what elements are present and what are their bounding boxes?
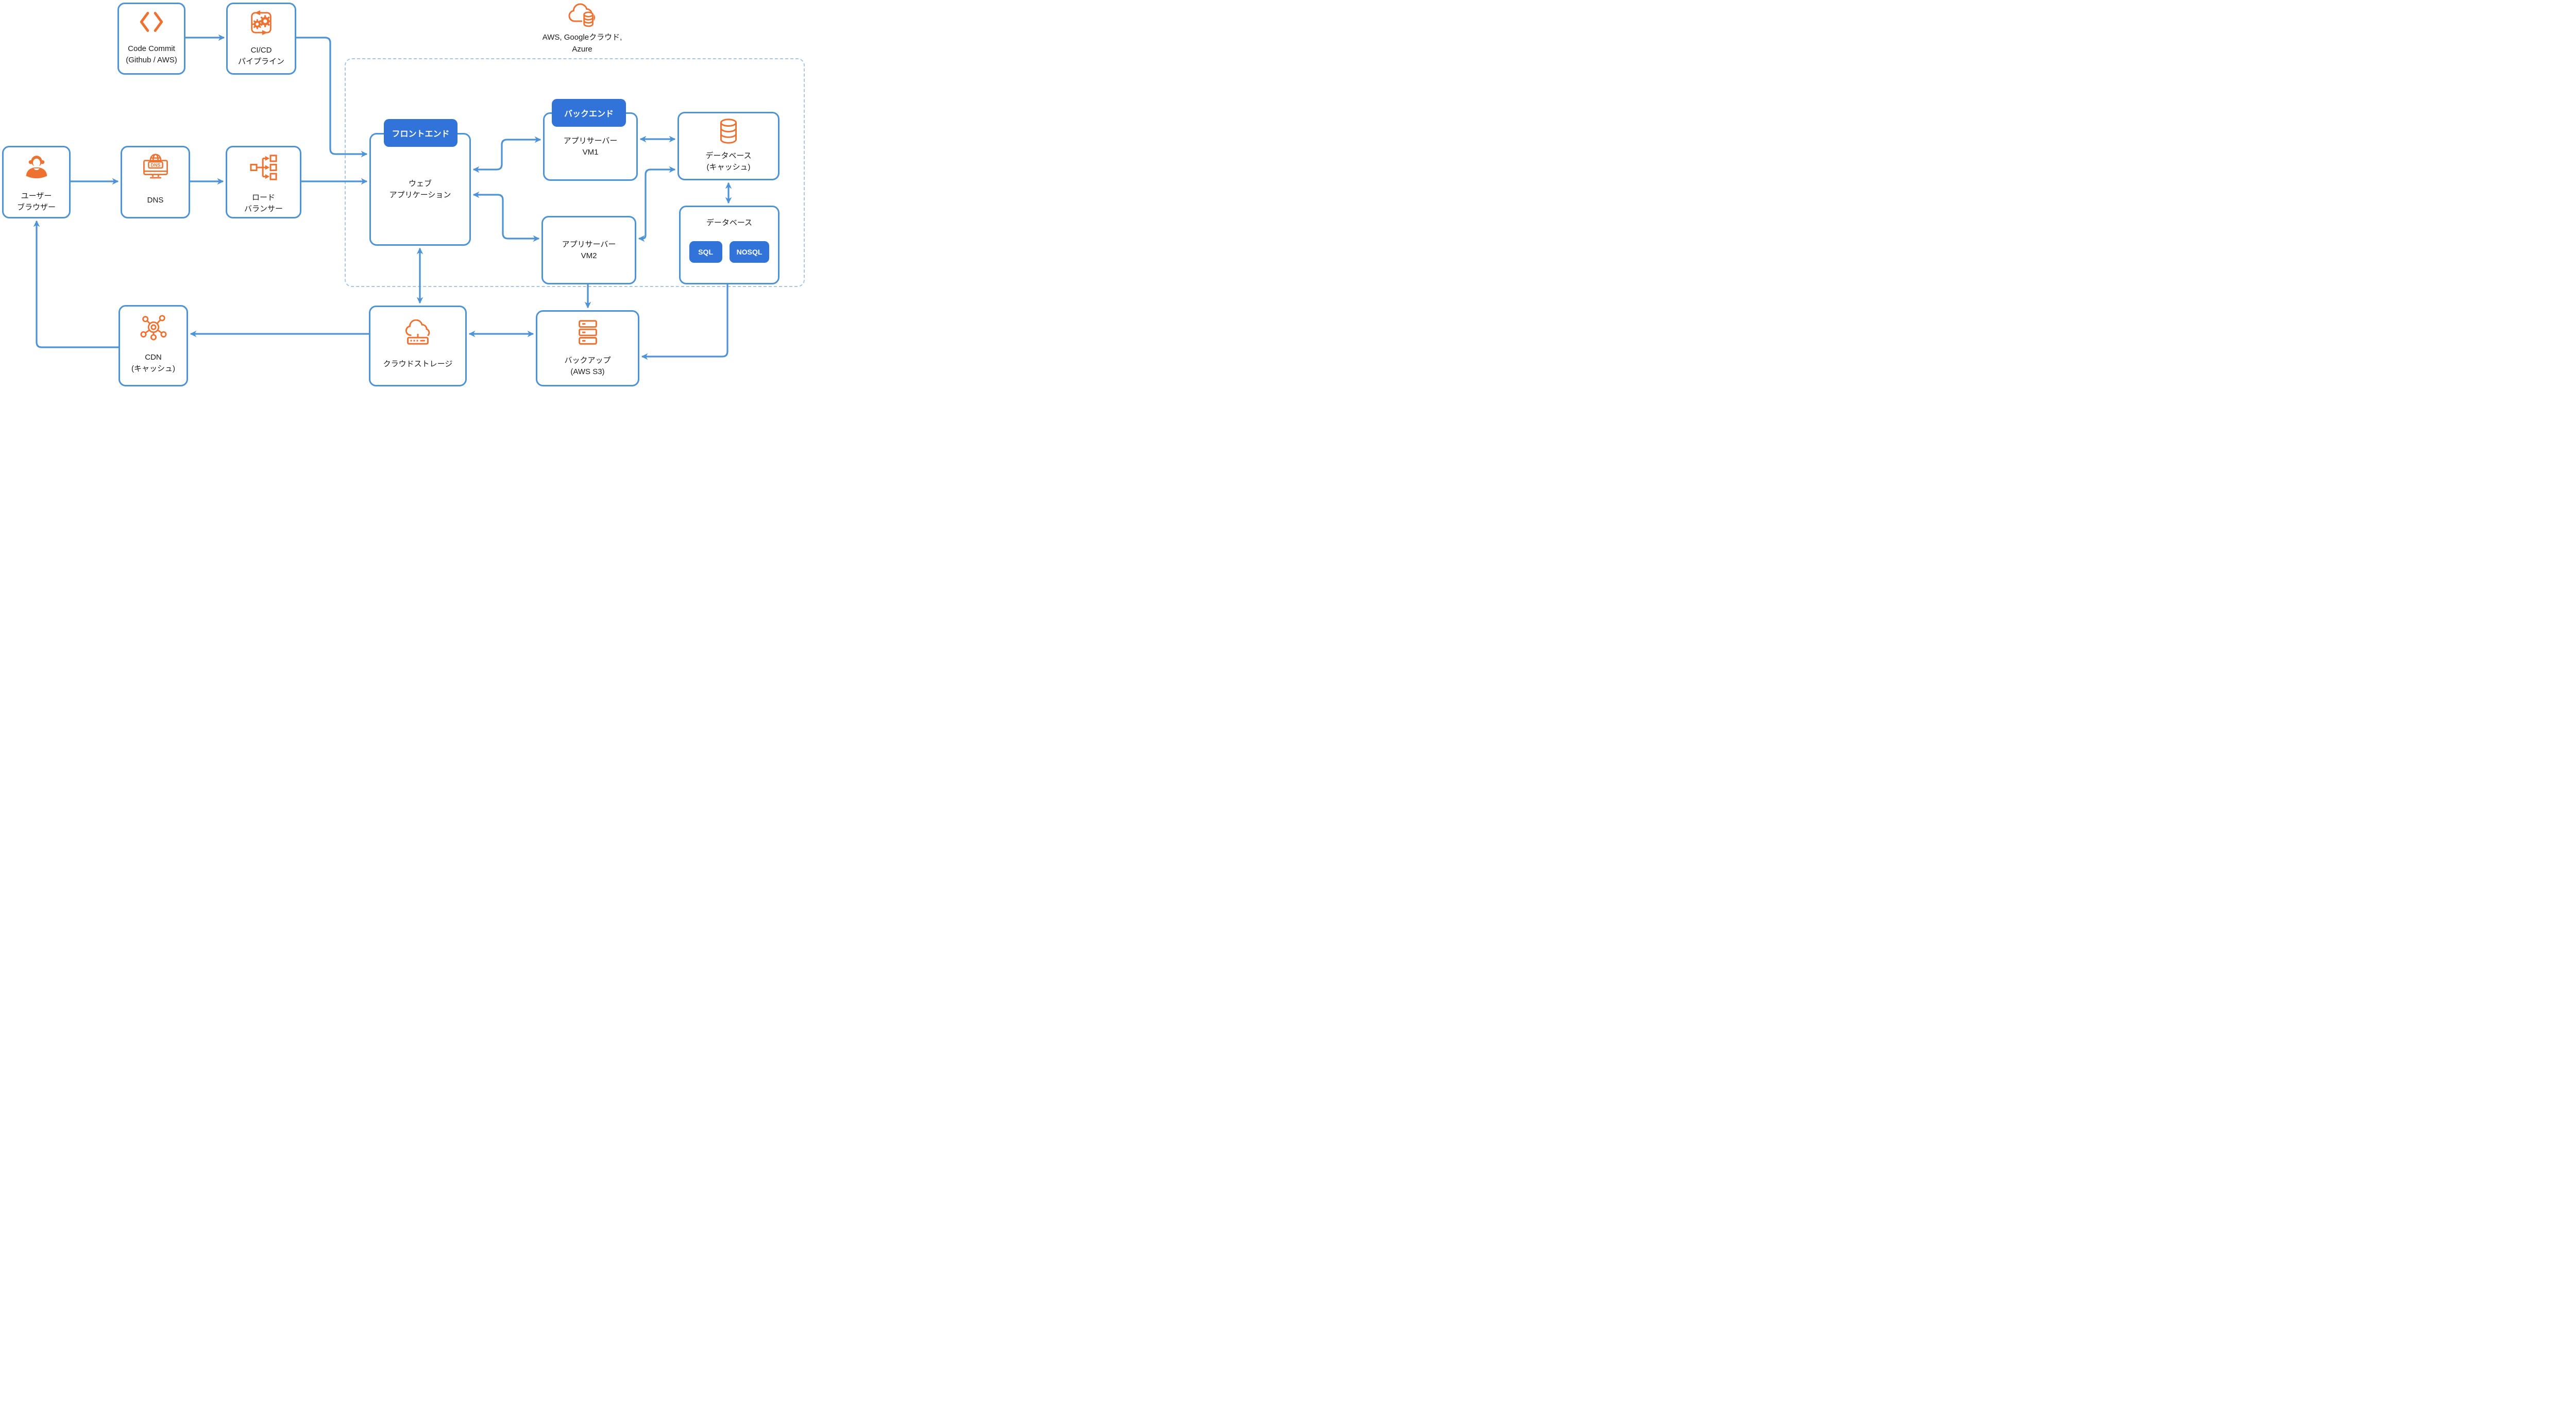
person-icon <box>23 154 50 179</box>
dns-node: DNS DNS <box>121 146 190 218</box>
cloud-provider-label: AWS, Googleクラウド, Azure <box>542 33 622 54</box>
backend-tag: バックエンド <box>552 99 626 127</box>
dns-label: DNS <box>147 196 164 205</box>
user-browser-node: ユーザー ブラウザー <box>2 146 71 218</box>
dns-monitor-icon: DNS <box>141 154 171 182</box>
code-commit-label: Code Commit (Github / AWS) <box>126 44 177 64</box>
load-balancer-label: ロード バランサー <box>244 193 283 213</box>
svg-text:DNS: DNS <box>150 163 160 168</box>
load-balancer-node: ロード バランサー <box>226 146 301 218</box>
database-node: データベース SQL NOSQL <box>679 206 779 284</box>
database-cache-node: データベース (キャッシュ) <box>677 112 779 180</box>
cdn-node: CDN (キャッシュ) <box>118 305 188 386</box>
connector-arrow <box>472 191 540 242</box>
connector-arrows-layer <box>33 34 732 360</box>
app-server-vm2-node: アプリサーバー VM2 <box>541 216 636 284</box>
cloud-database-icon <box>567 1 597 29</box>
cicd-pipeline-label: CI/CD パイプライン <box>238 46 284 66</box>
cloud-server-icon <box>402 319 433 345</box>
web-application-node: ウェブ アプリケーション <box>369 133 471 246</box>
server-stack-icon <box>577 319 599 346</box>
cloud-storage-label: クラウドストレージ <box>383 360 453 368</box>
cloud-boundary-dashed-region <box>345 58 805 287</box>
connector-arrow <box>638 166 676 242</box>
connector-arrow <box>472 136 541 173</box>
user-browser-label: ユーザー ブラウザー <box>16 192 56 212</box>
app-server-vm1-label: アプリサーバー VM1 <box>563 136 618 157</box>
web-application-label: ウェブ アプリケーション <box>389 179 451 199</box>
connector-arrow <box>641 284 728 360</box>
database-icon <box>718 118 739 144</box>
database-cache-label: データベース (キャッシュ) <box>705 151 752 172</box>
connector-arrow <box>33 220 118 348</box>
cdn-network-icon <box>139 314 168 341</box>
app-server-vm2-label: アプリサーバー VM2 <box>562 240 616 260</box>
database-badges: SQL NOSQL <box>689 241 770 263</box>
sql-badge: SQL <box>689 241 722 263</box>
frontend-tag: フロントエンド <box>384 119 457 147</box>
nosql-badge: NOSQL <box>729 241 770 263</box>
cloud-storage-node: クラウドストレージ <box>369 306 467 386</box>
code-brackets-icon <box>138 11 165 33</box>
code-commit-node: Code Commit (Github / AWS) <box>117 3 185 75</box>
backup-node: バックアップ (AWS S3) <box>536 310 639 386</box>
gears-cycle-icon <box>247 10 275 36</box>
cicd-pipeline-node: CI/CD パイプライン <box>226 3 296 75</box>
load-balancer-icon <box>249 154 278 181</box>
connector-arrow <box>296 37 368 158</box>
architecture-diagram: AWS, Googleクラウド, Azure Code Commit (Gith… <box>0 0 808 390</box>
cdn-label: CDN (キャッシュ) <box>131 353 175 373</box>
cloud-provider-group: AWS, Googleクラウド, Azure <box>526 1 639 55</box>
database-label: データベース <box>706 218 753 227</box>
backup-label: バックアップ (AWS S3) <box>564 356 611 376</box>
